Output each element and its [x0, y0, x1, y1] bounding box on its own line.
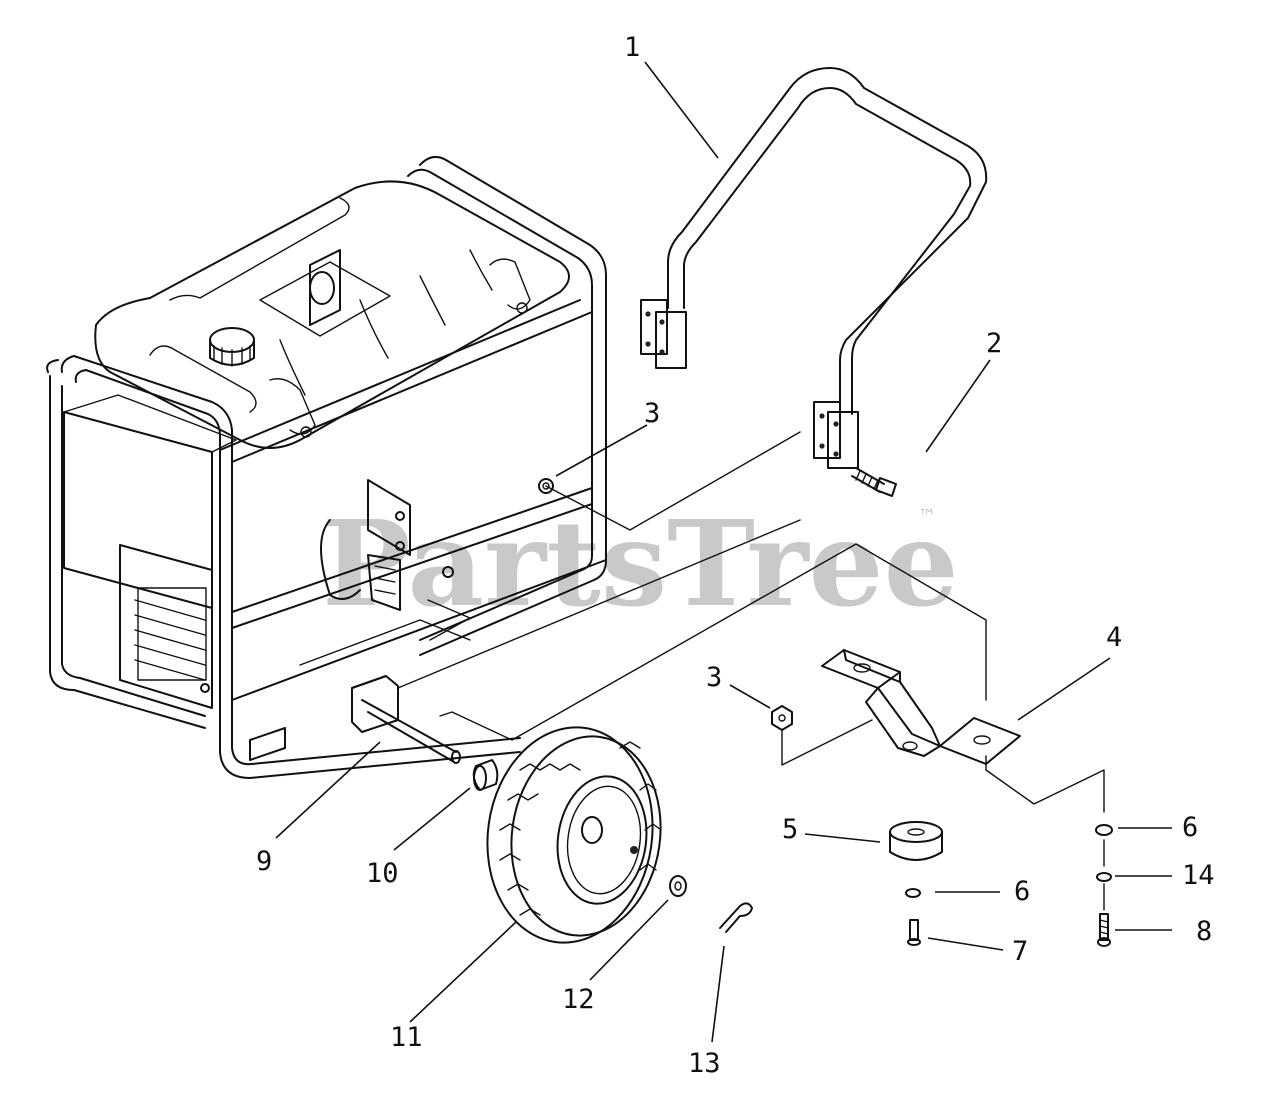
callout-11: 11 — [390, 1022, 423, 1053]
callout-4: 4 — [1106, 622, 1122, 653]
callout-7: 7 — [1012, 936, 1028, 967]
watermark-brand: PartsTree — [322, 494, 959, 633]
callout-13: 13 — [688, 1048, 721, 1079]
part-11-wheel — [486, 726, 662, 944]
callout-2: 2 — [986, 328, 1002, 359]
callout-8: 8 — [1196, 916, 1212, 947]
generator-assembly — [46, 155, 607, 779]
part-6-washer-right — [1095, 824, 1113, 836]
callout-3-upper: 3 — [644, 398, 660, 429]
part-6-washer-left — [905, 888, 921, 898]
part-4-bracket — [821, 649, 1021, 765]
callout-9: 9 — [256, 846, 272, 877]
part-10-spacer — [472, 759, 499, 791]
callout-6-left: 6 — [1014, 876, 1030, 907]
callout-1: 1 — [624, 32, 640, 63]
part-2-bolt — [851, 467, 897, 497]
watermark-trademark: ™ — [918, 506, 936, 527]
axle-assembly — [351, 519, 801, 764]
part-1-handle — [640, 67, 988, 469]
part-3-nut-upper — [538, 478, 554, 494]
callout-5: 5 — [782, 814, 798, 845]
part-3-nut-lower — [771, 705, 793, 731]
part-14-lockwasher — [1096, 872, 1112, 882]
assembly-lines — [439, 431, 1105, 911]
leader-lines — [275, 61, 1172, 1043]
part-13-pin — [719, 902, 753, 933]
callout-14: 14 — [1182, 860, 1215, 891]
part-12-washer — [669, 875, 687, 897]
part-7-screw — [907, 919, 921, 946]
callout-6-right: 6 — [1182, 812, 1198, 843]
part-5-foot — [889, 821, 943, 861]
part-8-screw — [1097, 913, 1111, 947]
callout-10: 10 — [366, 858, 399, 889]
callout-3-lower: 3 — [706, 662, 722, 693]
callout-numbers: 1 2 3 3 4 5 6 7 8 9 10 11 12 13 14 6 — [256, 32, 1215, 1079]
callout-12: 12 — [562, 984, 595, 1015]
